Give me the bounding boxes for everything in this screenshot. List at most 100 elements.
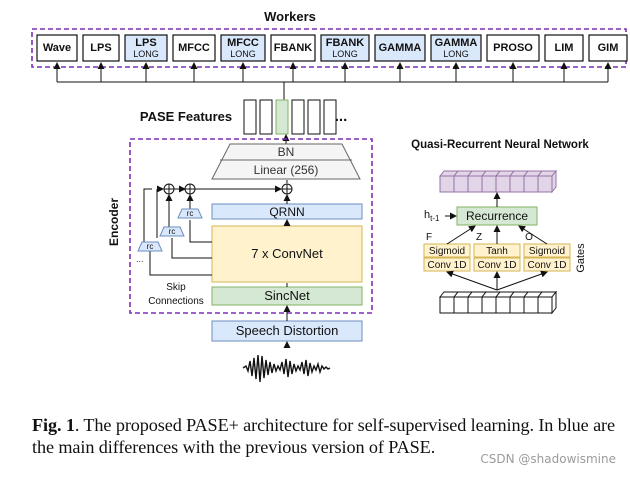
feature-vector — [243, 99, 257, 135]
caption-text: . The proposed PASE+ architecture for se… — [32, 415, 615, 457]
pase-feature-vectors — [243, 99, 337, 144]
qrnn-label: QRNN — [269, 205, 304, 219]
output-cell — [537, 175, 553, 193]
qrnn-input-cells — [438, 270, 558, 315]
svg-text:Conv 1D: Conv 1D — [528, 260, 567, 271]
rc-block-mid: rc — [159, 226, 185, 237]
svg-text:GAMMA: GAMMA — [379, 42, 422, 54]
input-cell — [453, 296, 469, 314]
linear-bn-block — [211, 143, 361, 180]
watermark: CSDN @shadowismine — [480, 452, 616, 466]
output-cell — [495, 175, 511, 193]
svg-text:LPS: LPS — [135, 37, 156, 49]
input-cell — [523, 296, 539, 314]
waveform-icon — [242, 354, 331, 383]
feature-vector — [307, 99, 321, 135]
feature-vector — [275, 99, 289, 135]
svg-text:Conv 1D: Conv 1D — [478, 260, 517, 271]
feature-vector — [323, 99, 337, 135]
svg-text:Sigmoid: Sigmoid — [529, 246, 565, 257]
input-cell — [509, 296, 525, 314]
output-cell — [439, 175, 455, 193]
worker-connections — [53, 62, 612, 100]
worker-box-gamma: GAMMA — [374, 34, 426, 62]
svg-text:rc: rc — [187, 209, 194, 218]
skip-connections-label-2: Connections — [148, 296, 204, 307]
svg-text:GIM: GIM — [598, 42, 619, 54]
encoder-label: Encoder — [107, 198, 121, 246]
worker-box-proso: PROSO — [486, 34, 540, 62]
output-cell — [509, 175, 525, 193]
worker-box-mfcc: MFCC — [172, 34, 216, 62]
sincnet-label: SincNet — [264, 288, 310, 303]
h-prev-label: ht-1 — [424, 209, 440, 223]
figure-caption: Fig. 1. The proposed PASE+ architecture … — [32, 414, 622, 458]
svg-text:PROSO: PROSO — [493, 42, 533, 54]
feature-vector — [259, 99, 273, 135]
svg-text:rc: rc — [147, 242, 154, 251]
svg-text:MFCC: MFCC — [178, 42, 210, 54]
sum-node-top — [281, 183, 293, 195]
svg-text:MFCC: MFCC — [227, 37, 259, 49]
svg-text:LONG: LONG — [443, 49, 469, 59]
worker-box-gim: GIM — [588, 34, 628, 62]
svg-text:Sigmoid: Sigmoid — [429, 246, 465, 257]
pase-features-label: PASE Features — [140, 109, 232, 124]
svg-text:Wave: Wave — [43, 42, 71, 54]
input-cell — [495, 296, 511, 314]
gates-label: Gates — [575, 243, 587, 273]
svg-text:rc: rc — [169, 227, 176, 236]
linear-label: Linear (256) — [254, 163, 319, 177]
svg-text:Conv 1D: Conv 1D — [428, 260, 467, 271]
worker-box-lps: LPS — [82, 34, 120, 62]
qrnn-title: Quasi-Recurrent Neural Network — [411, 139, 589, 151]
sum-node-mid — [184, 183, 196, 195]
skip-connections-label-1: Skip — [166, 282, 186, 293]
svg-text:FBANK: FBANK — [274, 42, 313, 54]
svg-text:Z: Z — [476, 232, 482, 243]
svg-text:Tanh: Tanh — [486, 246, 508, 257]
output-cell — [481, 175, 497, 193]
caption-label: Fig. 1 — [32, 415, 75, 435]
encoder-container — [129, 138, 373, 314]
input-cell — [537, 296, 553, 314]
output-cell — [453, 175, 469, 193]
input-cell — [481, 296, 497, 314]
svg-text:GAMMA: GAMMA — [435, 37, 478, 49]
rc-block-bottom: rc — [137, 241, 163, 252]
svg-text:LONG: LONG — [332, 49, 358, 59]
convnet-block — [211, 225, 363, 283]
output-cell — [523, 175, 539, 193]
rc-block-top: rc — [177, 208, 203, 219]
bn-label: BN — [278, 145, 295, 159]
svg-text:LONG: LONG — [133, 49, 159, 59]
recurrence-label: Recurrence — [466, 209, 528, 223]
speech-distortion-label: Speech Distortion — [236, 323, 339, 338]
svg-text:F: F — [426, 232, 432, 243]
input-cell — [439, 296, 455, 314]
skip-ellipsis: ... — [136, 254, 144, 264]
svg-text:LPS: LPS — [90, 42, 111, 54]
convnet-label: 7 x ConvNet — [251, 246, 323, 261]
svg-text:LIM: LIM — [555, 42, 574, 54]
svg-text:FBANK: FBANK — [326, 37, 365, 49]
feature-vector — [291, 99, 305, 135]
worker-box-fbank: FBANK — [270, 34, 316, 62]
input-cell — [467, 296, 483, 314]
worker-box-lim: LIM — [544, 34, 584, 62]
worker-box-wave: Wave — [36, 34, 78, 62]
svg-text:O: O — [525, 232, 533, 243]
output-cell — [467, 175, 483, 193]
features-ellipsis: ... — [335, 108, 348, 125]
qrnn-output-cells — [438, 169, 558, 194]
